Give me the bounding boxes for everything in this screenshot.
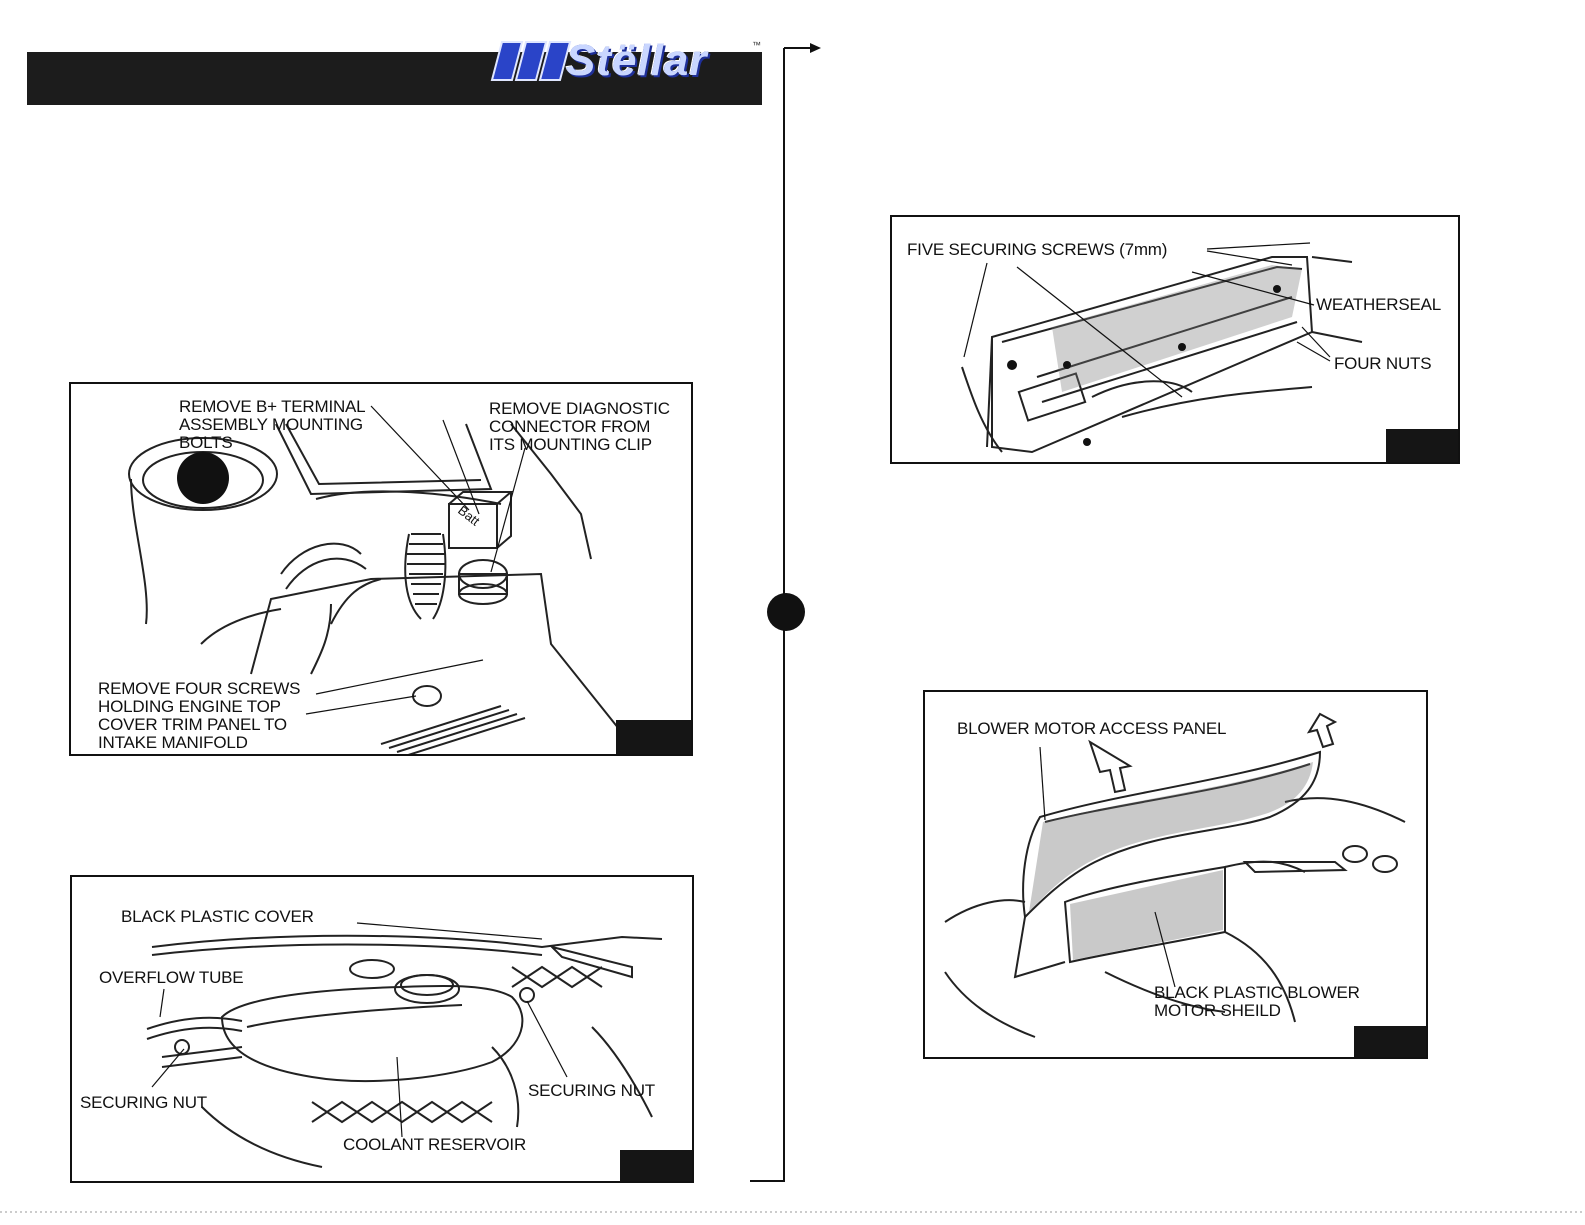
callout-blower-motor-shield: BLACK PLASTIC BLOWER MOTOR SHEILD: [1154, 983, 1360, 1020]
figure-tag: [616, 720, 691, 754]
blower-motor-illustration: [944, 712, 1406, 1038]
reservoir-illustration: [146, 922, 663, 1168]
engine-bay-illustration: Batt: [128, 405, 632, 754]
callout-weatherseal: WEATHERSEAL: [1316, 295, 1442, 314]
callout-four-screws: REMOVE FOUR SCREWS HOLDING ENGINE TOP CO…: [98, 679, 301, 752]
callout-overflow-tube: OVERFLOW TUBE: [99, 968, 244, 987]
callout-securing-nut-right: SECURING NUT: [528, 1081, 655, 1100]
callout-black-plastic-cover: BLACK PLASTIC COVER: [121, 907, 314, 926]
figure-tag: [620, 1150, 692, 1181]
brand-logo: Stëllar ™: [488, 36, 773, 85]
cowl-panel-illustration: [961, 242, 1363, 454]
callout-four-nuts: FOUR NUTS: [1334, 354, 1432, 373]
header-bar: [27, 52, 762, 105]
step-marker-dot: [767, 593, 805, 631]
callout-coolant-reservoir: COOLANT RESERVOIR: [343, 1135, 527, 1154]
brand-trademark: ™: [752, 40, 761, 50]
callout-diagnostic-connector: REMOVE DIAGNOSTIC CONNECTOR FROM ITS MOU…: [489, 399, 670, 454]
figure-cowl-panel: FIVE SECURING SCREWS (7mm) WEATHERSEAL F…: [890, 215, 1460, 464]
callout-securing-nut-left: SECURING NUT: [80, 1093, 207, 1112]
logo-stripes-icon: [490, 41, 572, 81]
figure-tag: [1386, 429, 1458, 462]
figure-tag: [1354, 1026, 1426, 1057]
battery-label: Batt: [455, 503, 483, 529]
callout-blower-access-panel: BLOWER MOTOR ACCESS PANEL: [957, 719, 1227, 738]
callout-b-plus-terminal: REMOVE B+ TERMINAL ASSEMBLY MOUNTING BOL…: [179, 397, 366, 452]
callout-five-securing-screws: FIVE SECURING SCREWS (7mm): [907, 240, 1168, 259]
brand-name: Stëllar: [566, 36, 708, 85]
figure-battery-terminal: Batt REMOVE B+ TERMINAL ASSEMBLY MOUNTIN…: [69, 382, 693, 756]
figure-blower-motor: BLOWER MOTOR ACCESS PANEL BLACK PLASTIC …: [923, 690, 1428, 1059]
figure-coolant-reservoir: BLACK PLASTIC COVER OVERFLOW TUBE SECURI…: [70, 875, 694, 1183]
